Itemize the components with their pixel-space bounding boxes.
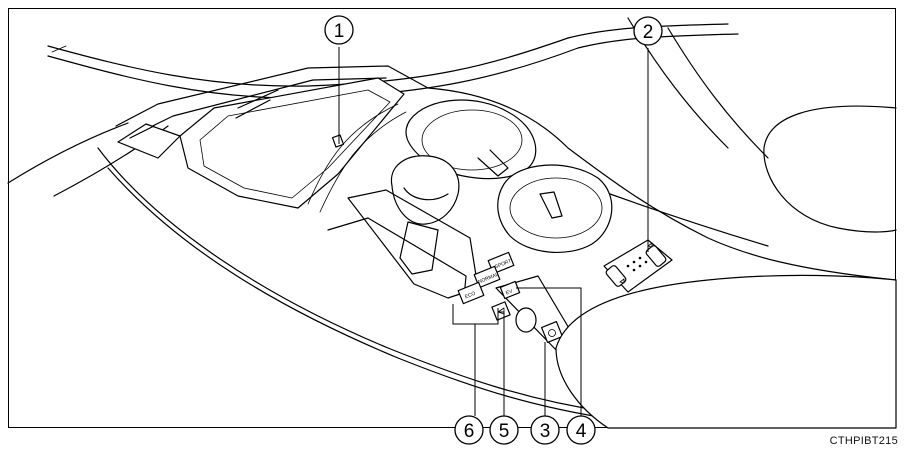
parking-brake-icon <box>548 329 556 337</box>
callout-6: 6 <box>454 415 484 445</box>
svg-text:3: 3 <box>540 421 551 442</box>
parking-brake-switch[interactable] <box>515 307 564 344</box>
seat-heater-switch-right[interactable] <box>645 244 667 267</box>
left-vent <box>117 123 181 159</box>
svg-text:5: 5 <box>499 421 510 442</box>
svg-text:1: 1 <box>334 21 345 42</box>
seat-heater-panel <box>603 239 673 293</box>
center-console-illustration: SPORT NORMAL ECO EV <box>7 15 897 445</box>
right-seat-outline <box>627 17 897 233</box>
svg-text:SPORT: SPORT <box>494 258 512 270</box>
leader-lines <box>338 47 649 416</box>
svg-text:4: 4 <box>576 421 587 442</box>
svg-text:ECO: ECO <box>464 291 476 301</box>
cup-holders <box>405 99 613 254</box>
image-code: CTHPIBT215 <box>829 435 898 447</box>
ev-mode-button[interactable]: EV <box>499 280 521 300</box>
callout-4: 4 <box>566 415 596 445</box>
normal-mode-button[interactable]: NORMAL <box>473 265 501 289</box>
svg-text:2: 2 <box>643 22 654 43</box>
seat-heater-icon <box>647 242 653 248</box>
right-switch-panel: EV <box>491 275 577 355</box>
svg-text:EV: EV <box>505 288 514 296</box>
callout-3: 3 <box>530 415 560 445</box>
right-knee-pad <box>555 274 897 429</box>
shift-lever <box>327 155 479 299</box>
callout-1: 1 <box>324 15 354 45</box>
eco-mode-button[interactable]: ECO <box>457 281 485 305</box>
auto-hold-switch[interactable] <box>491 301 511 321</box>
drive-mode-buttons: SPORT NORMAL ECO <box>457 251 515 305</box>
seat-heater-icon <box>619 278 625 284</box>
svg-text:6: 6 <box>464 421 475 442</box>
storage-tray <box>179 77 407 213</box>
callout-5: 5 <box>489 415 519 445</box>
callout-2: 2 <box>633 16 663 46</box>
